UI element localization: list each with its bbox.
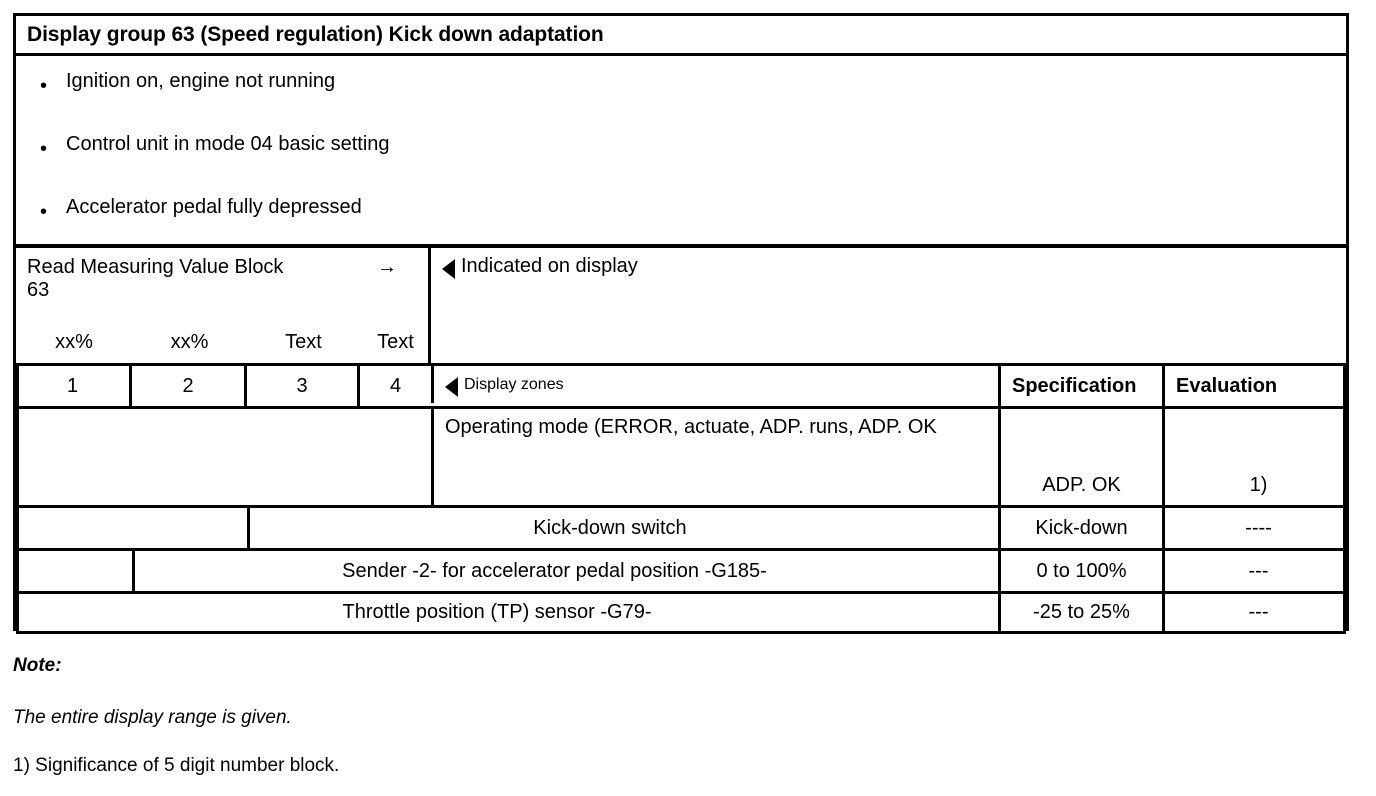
zone-number-3: 3 [247,366,360,406]
row-evaluation: 1) [1162,409,1352,505]
display-zones-header-row: 1 2 3 4 Display zones Specification Eval… [16,363,1346,406]
zone-number-2: 2 [132,366,247,406]
table-row: Throttle position (TP) sensor -G79- -25 … [16,591,1346,634]
precondition-label: Accelerator pedal fully depressed [66,196,362,218]
zone-number-4: 4 [389,374,402,397]
page-title: Display group 63 (Speed regulation) Kick… [27,22,604,46]
column-header-specification: Specification [998,366,1162,406]
right-arrow-icon: → [377,256,397,278]
row-evaluation: ---- [1162,508,1352,548]
note-body: The entire display range is given. [13,707,292,728]
row-description: Operating mode (ERROR, actuate, ADP. run… [431,409,998,505]
indicated-on-display-cell: Indicated on display [431,248,1346,363]
table-right-border [1343,363,1346,634]
left-triangle-icon [445,376,458,397]
notes-section: Note: The entire display range is given.… [13,655,913,777]
indicated-on-display-label: Indicated on display [461,255,638,277]
precondition-label: Ignition on, engine not running [66,70,336,92]
precondition-label: Control unit in mode 04 basic setting [66,133,390,155]
read-block-label: Read Measuring Value Block [27,256,284,278]
row-description: Kick-down switch [247,508,998,548]
column-header-evaluation: Evaluation [1162,366,1352,406]
list-item: • Accelerator pedal fully depressed [16,196,1346,259]
field-type-2: xx% [170,331,209,353]
row-specification: Kick-down [998,508,1162,548]
display-zones-cell: Display zones [431,363,998,403]
zone-number-1: 1 [16,366,132,406]
read-measuring-value-block-cell: Read Measuring Value Block → 63 xx% xx% … [16,248,431,363]
row-evaluation: --- [1162,551,1352,591]
row-specification: -25 to 25% [998,594,1162,631]
row-description: Throttle position (TP) sensor -G79- [342,601,652,623]
table-row: Operating mode (ERROR, actuate, ADP. run… [16,406,1346,505]
table-left-border [16,363,19,634]
field-type-4: Text [377,331,414,353]
bullet-icon: • [40,201,48,223]
table-title-row: Display group 63 (Speed regulation) Kick… [16,16,1346,56]
row-evaluation: --- [1162,594,1352,631]
bullet-icon: • [40,138,48,160]
row-specification: ADP. OK [998,409,1162,505]
read-block-band: Read Measuring Value Block → 63 xx% xx% … [16,248,1346,363]
field-type-1: xx% [55,331,93,353]
field-type-3: Text [285,331,322,353]
table-row: Sender -2- for accelerator pedal positio… [16,548,1346,591]
footnote-1: 1) Significance of 5 digit number block. [13,755,340,776]
display-zones-label: Display zones [464,375,564,393]
table-row: Kick-down switch Kick-down ---- [16,505,1346,548]
bullet-icon: • [40,75,48,97]
row-description: Sender -2- for accelerator pedal positio… [132,551,998,591]
left-triangle-icon [442,259,455,279]
note-heading: Note: [13,655,62,676]
measuring-value-block-table: Display group 63 (Speed regulation) Kick… [13,13,1349,634]
read-block-number: 63 [27,279,50,301]
list-item: • Control unit in mode 04 basic setting [16,133,1346,196]
list-item: • Ignition on, engine not running [16,70,1346,133]
preconditions-list: • Ignition on, engine not running • Cont… [16,56,1346,248]
row-specification: 0 to 100% [998,551,1162,591]
field-type-row: xx% xx% Text Text [16,331,431,357]
